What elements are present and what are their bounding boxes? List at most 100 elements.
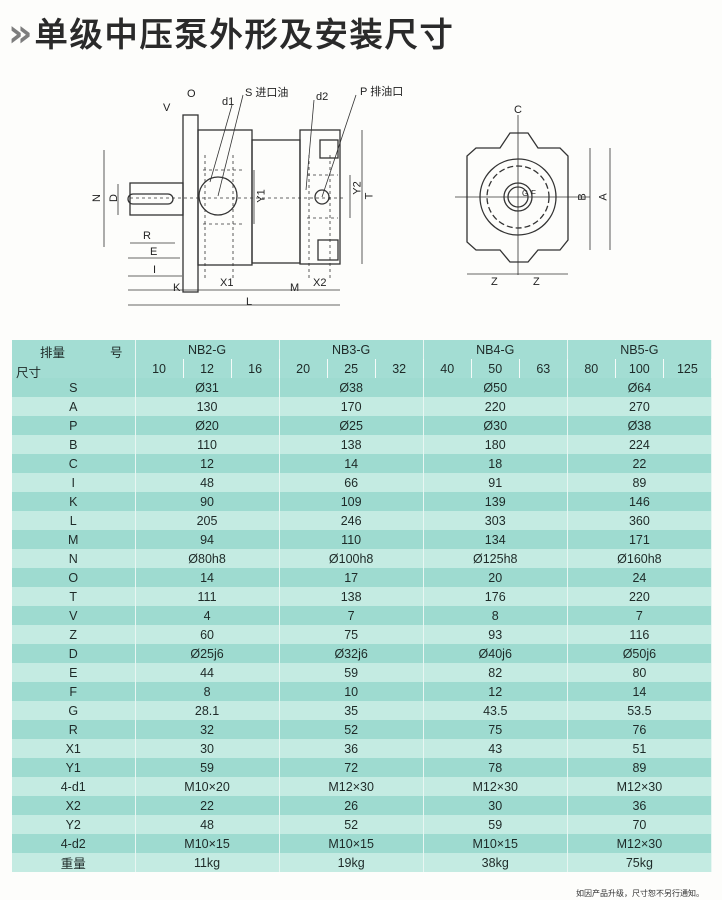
- displacement-header: 63: [519, 359, 568, 378]
- table-cell: 360: [567, 511, 713, 530]
- model-header: NB3-G: [279, 340, 424, 359]
- table-cell: 246: [279, 511, 424, 530]
- pump-drawing: [103, 94, 611, 306]
- table-cell: 116: [567, 625, 713, 644]
- table-cell: 14: [279, 454, 424, 473]
- table-cell: 220: [567, 587, 713, 606]
- table-cell: 170: [279, 397, 424, 416]
- row-label: 4-d2: [12, 834, 136, 853]
- displacement-header: 80: [567, 359, 616, 378]
- table-cell: M12×30: [423, 777, 568, 796]
- displacement-header: 16: [231, 359, 280, 378]
- displacement-header: 10: [135, 359, 184, 378]
- table-cell: 138: [279, 435, 424, 454]
- table-cell: 75: [423, 720, 568, 739]
- dim-label-d1: d1: [222, 96, 235, 108]
- table-cell: 38kg: [423, 853, 568, 872]
- dim-label-y2: Y2: [351, 181, 364, 195]
- table-cell: 8: [135, 682, 280, 701]
- table-cell: 91: [423, 473, 568, 492]
- table-cell: 36: [567, 796, 713, 815]
- table-cell: 130: [135, 397, 280, 416]
- table-cell: 35: [279, 701, 424, 720]
- row-label: T: [12, 587, 136, 606]
- table-cell: 82: [423, 663, 568, 682]
- corner-label-bottom: 尺寸: [16, 366, 42, 380]
- dim-label-g: G: [522, 189, 529, 198]
- row-label: L: [12, 511, 136, 530]
- row-label: A: [12, 397, 136, 416]
- table-cell: M12×30: [279, 777, 424, 796]
- row-label: 4-d1: [12, 777, 136, 796]
- table-cell: 75kg: [567, 853, 713, 872]
- table-cell: Ø30: [423, 416, 568, 435]
- table-cell: 19kg: [279, 853, 424, 872]
- dim-label-z-right: Z: [533, 276, 540, 288]
- row-label: E: [12, 663, 136, 682]
- table-cell: 60: [135, 625, 280, 644]
- table-cell: Ø31: [135, 378, 280, 397]
- table-cell: 59: [423, 815, 568, 834]
- table-cell: 18: [423, 454, 568, 473]
- table-cell: M10×15: [423, 834, 568, 853]
- row-label: Y1: [12, 758, 136, 777]
- table-cell: 110: [279, 530, 424, 549]
- row-label: P: [12, 416, 136, 435]
- table-cell: 52: [279, 720, 424, 739]
- table-cell: 89: [567, 758, 713, 777]
- table-cell: 30: [135, 739, 280, 758]
- dim-label-o: O: [187, 88, 196, 100]
- table-cell: 10: [279, 682, 424, 701]
- row-label: G: [12, 701, 136, 720]
- table-cell: Ø40j6: [423, 644, 568, 663]
- table-cell: 76: [567, 720, 713, 739]
- table-cell: 89: [567, 473, 713, 492]
- table-cell: 20: [423, 568, 568, 587]
- table-cell: 78: [423, 758, 568, 777]
- table-cell: 138: [279, 587, 424, 606]
- displacement-header: 20: [279, 359, 328, 378]
- table-cell: 59: [279, 663, 424, 682]
- table-cell: 51: [567, 739, 713, 758]
- table-cell: 26: [279, 796, 424, 815]
- table-cell: M12×30: [567, 834, 713, 853]
- displacement-header: 12: [183, 359, 232, 378]
- table-cell: 30: [423, 796, 568, 815]
- end-view: [455, 115, 611, 275]
- table-cell: 59: [135, 758, 280, 777]
- dim-label-c: C: [514, 104, 522, 116]
- dim-label-z-left: Z: [491, 276, 498, 288]
- dim-label-e: E: [150, 246, 158, 258]
- displacement-header: 50: [471, 359, 520, 378]
- table-cell: 14: [567, 682, 713, 701]
- dim-label-a: A: [597, 193, 610, 201]
- table-cell: 28.1: [135, 701, 280, 720]
- dim-label-x2: X2: [313, 277, 327, 289]
- table-cell: Ø64: [567, 378, 713, 397]
- dim-label-k: K: [173, 282, 181, 294]
- outlet-label-p: P 排油口: [360, 86, 404, 98]
- table-cell: 36: [279, 739, 424, 758]
- table-cell: Ø160h8: [567, 549, 713, 568]
- dim-label-y1: Y1: [255, 189, 268, 203]
- model-header: NB2-G: [135, 340, 280, 359]
- table-cell: Ø50: [423, 378, 568, 397]
- displacement-header: 125: [663, 359, 713, 378]
- table-cell: 48: [135, 473, 280, 492]
- row-label: R: [12, 720, 136, 739]
- table-cell: Ø25j6: [135, 644, 280, 663]
- table-cell: 134: [423, 530, 568, 549]
- table-cell: M10×20: [135, 777, 280, 796]
